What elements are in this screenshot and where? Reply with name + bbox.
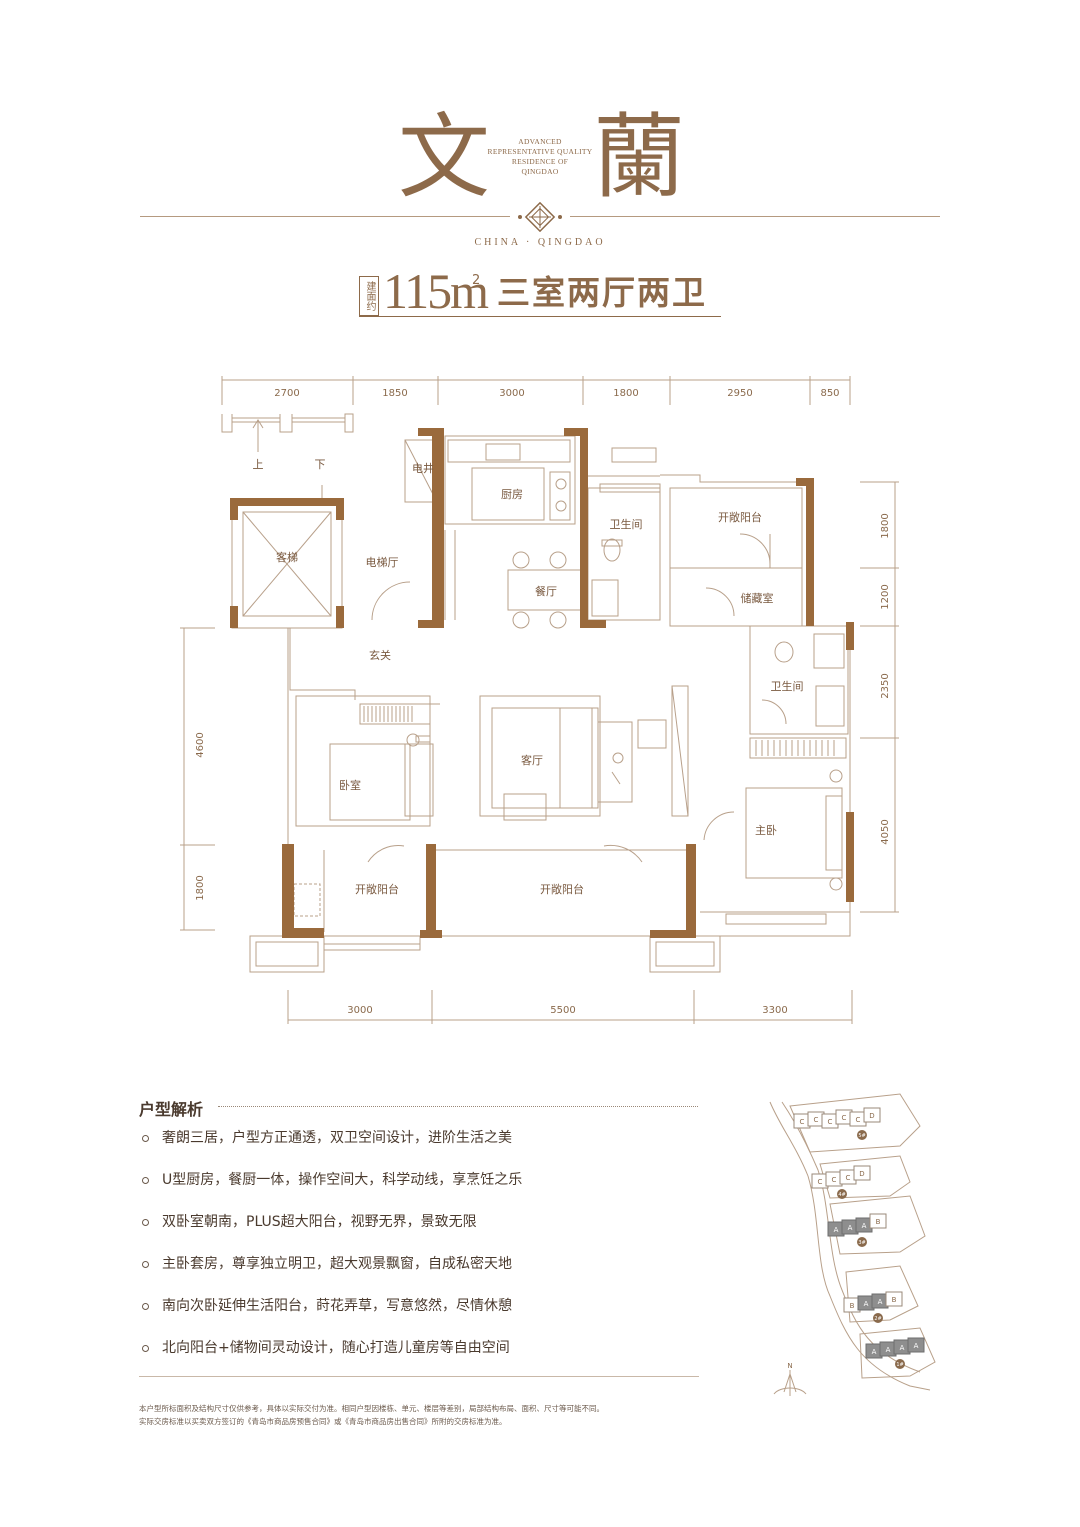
room-dining: 餐厅 xyxy=(535,584,557,598)
site-unit-label: A xyxy=(834,1226,839,1234)
site-unit-label: C xyxy=(832,1176,837,1184)
ornament-icon xyxy=(518,202,562,232)
building-label-4: 4# xyxy=(838,1192,845,1198)
analysis-divider xyxy=(218,1106,698,1107)
dim-top-5: 2950 xyxy=(727,388,752,399)
dim-top-2: 1850 xyxy=(382,388,407,399)
site-unit-label: C xyxy=(856,1116,861,1124)
analysis-item: 主卧套房，尊享独立明卫，超大观景飘窗，自成私密天地 xyxy=(140,1254,522,1296)
floor-plan: 2700 1850 3000 1800 2950 850 3000 5500 3… xyxy=(180,376,899,1024)
room-balcony-south: 开敞阳台 xyxy=(540,882,584,896)
site-unit-label: B xyxy=(892,1296,897,1304)
title-english: ADVANCED REPRESENTATIVE QUALITY RESIDENC… xyxy=(478,137,602,177)
site-unit-label: A xyxy=(878,1298,883,1306)
title-en-line: ADVANCED xyxy=(518,137,562,146)
site-unit-label: B xyxy=(876,1218,881,1226)
room-bath-2: 卫生间 xyxy=(771,679,804,693)
site-unit-label: C xyxy=(800,1118,805,1126)
title-en-line: REPRESENTATIVE QUALITY xyxy=(487,147,593,156)
room-bedroom: 卧室 xyxy=(339,778,361,792)
analysis-item: U型厨房，餐厨一体，操作空间大，科学动线，享烹饪之乐 xyxy=(140,1170,522,1212)
building-row-5: C C C C C D 5# xyxy=(793,1107,881,1140)
site-plan: C C C C C D 5# C C C D 4# A A xyxy=(769,1093,936,1396)
unit-type-underline xyxy=(359,316,721,317)
building-label-5: 5# xyxy=(858,1133,865,1139)
area-prefix: 建面约 xyxy=(359,276,379,316)
unit-type: 三室两厅两卫 xyxy=(497,273,707,312)
dim-right-2: 1200 xyxy=(880,584,891,609)
wardrobe-hatch xyxy=(363,706,835,756)
site-unit-label: B xyxy=(850,1302,855,1310)
analysis-title: 户型解析 xyxy=(139,1100,204,1119)
site-unit-label: C xyxy=(846,1174,851,1182)
room-kitchen: 厨房 xyxy=(501,488,523,501)
title-char-lan: 蘭 xyxy=(593,104,686,211)
building-row-2: B A A B 2# xyxy=(843,1291,903,1323)
site-unit-label: C xyxy=(818,1178,823,1186)
structural-walls xyxy=(230,428,854,938)
site-unit-label: D xyxy=(859,1170,864,1178)
location-text: CHINA · QINGDAO xyxy=(474,237,606,248)
dim-top-6: 850 xyxy=(820,388,839,399)
site-unit-label: A xyxy=(900,1344,905,1352)
room-elevator: 客梯 xyxy=(276,550,298,564)
header-rule-left xyxy=(140,216,510,217)
dim-bottom-1: 3000 xyxy=(347,1005,372,1016)
header-rule-right xyxy=(570,216,940,217)
room-living: 客厅 xyxy=(521,753,543,767)
site-unit-label: A xyxy=(848,1224,853,1232)
building-row-1: A A A A 1# xyxy=(865,1337,925,1369)
site-unit-label: D xyxy=(869,1112,874,1120)
analysis-list: 奢朗三居，户型方正通透，双卫空间设计，进阶生活之美 U型厨房，餐厨一体，操作空间… xyxy=(140,1128,522,1380)
dim-right-4: 4050 xyxy=(880,819,891,844)
stairs-down-label: 下 xyxy=(315,458,326,471)
room-master: 主卧 xyxy=(755,824,777,837)
title-en-line: RESIDENCE OF xyxy=(511,157,569,166)
north-arrow-label: N xyxy=(787,1362,792,1370)
dim-top-1: 2700 xyxy=(274,388,299,399)
title-en-line: QINGDAO xyxy=(521,167,559,176)
site-unit-label: C xyxy=(842,1114,847,1122)
area-value: 115m xyxy=(383,263,489,319)
analysis-item: 北向阳台+储物间灵动设计，随心打造儿童房等自由空间 xyxy=(140,1338,522,1380)
notes-divider xyxy=(139,1376,699,1377)
room-storage: 储藏室 xyxy=(741,591,774,605)
room-bath-1: 卫生间 xyxy=(610,517,643,531)
room-electric-well: 电井 xyxy=(412,461,434,475)
building-row-3: A A A B 3# xyxy=(827,1213,887,1247)
site-unit-label: A xyxy=(872,1348,877,1356)
site-unit-label: C xyxy=(814,1116,819,1124)
site-unit-label: A xyxy=(914,1342,919,1350)
building-row-4: C C C D 4# xyxy=(811,1165,871,1199)
dim-top-4: 1800 xyxy=(613,388,638,399)
dim-left-1: 4600 xyxy=(195,732,206,757)
stairs-up-label: 上 xyxy=(253,458,264,471)
title-char-wen: 文 xyxy=(398,104,491,211)
site-unit-label: C xyxy=(828,1118,833,1126)
dim-bottom-3: 3300 xyxy=(762,1005,787,1016)
dim-right-1: 1800 xyxy=(880,513,891,538)
room-balcony-southwest: 开敞阳台 xyxy=(355,882,399,896)
dim-right-3: 2350 xyxy=(880,673,891,698)
dim-top-3: 3000 xyxy=(499,388,524,399)
building-label-3: 3# xyxy=(858,1240,865,1246)
dim-left-2: 1800 xyxy=(195,875,206,900)
analysis-item: 奢朗三居，户型方正通透，双卫空间设计，进阶生活之美 xyxy=(140,1128,522,1170)
room-north-balcony: 开敞阳台 xyxy=(718,510,762,524)
room-foyer: 玄关 xyxy=(369,648,391,662)
site-unit-label: A xyxy=(862,1222,867,1230)
building-label-1: 1# xyxy=(896,1362,903,1368)
dim-bottom-2: 5500 xyxy=(550,1005,575,1016)
analysis-item: 南向次卧延伸生活阳台，莳花弄草，写意悠然，尽情休憩 xyxy=(140,1296,522,1338)
site-unit-label: A xyxy=(864,1300,869,1308)
room-elevator-hall: 电梯厅 xyxy=(366,556,399,569)
disclaimer-line-2: 实际交房标准以买卖双方签订的《青岛市商品房预售合同》或《青岛市商品房出售合同》所… xyxy=(139,1417,507,1426)
analysis-item: 双卧室朝南，PLUS超大阳台，视野无界，景致无限 xyxy=(140,1212,522,1254)
building-label-2: 2# xyxy=(874,1316,881,1322)
disclaimer-line-1: 本户型所标面积及结构尺寸仅供参考，具体以实际交付为准。相同户型因楼栋、单元、楼层… xyxy=(139,1404,604,1413)
site-unit-label: A xyxy=(886,1346,891,1354)
area-unit-sup: 2 xyxy=(472,273,481,288)
